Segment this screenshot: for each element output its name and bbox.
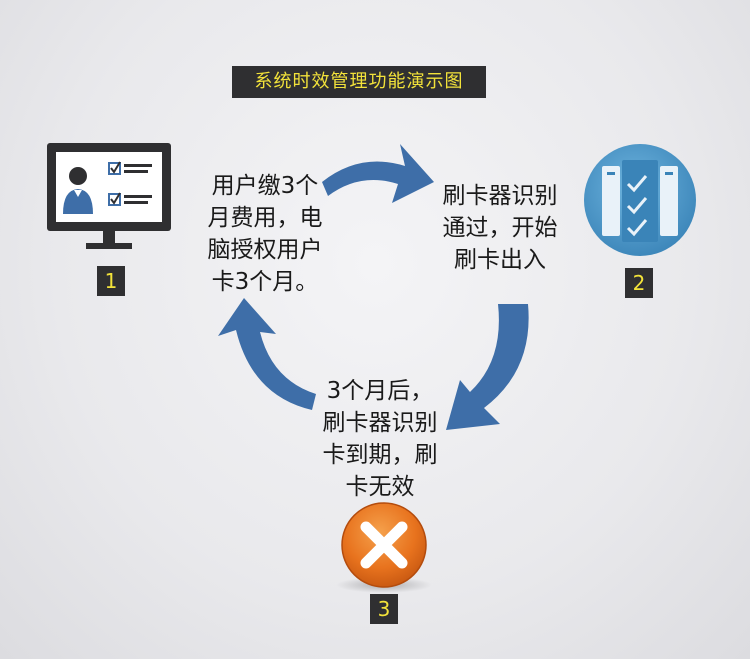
step-2-badge: 2: [625, 268, 653, 298]
step-3-text: 3个月后， 刷卡器识别 卡到期，刷 卡无效: [322, 378, 438, 500]
arrow-step2-to-step3: [446, 304, 529, 430]
step-3-badge: 3: [370, 594, 398, 624]
step-2-text: 刷卡器识别 通过，开始 刷卡出入: [442, 183, 558, 273]
arrow-step3-to-step1: [218, 298, 316, 410]
arrow-step1-to-step2: [322, 144, 434, 203]
step-1-text: 用户缴3个 月费用，电 脑授权用户 卡3个月。: [207, 173, 323, 295]
cancel-x-icon: [336, 502, 432, 593]
monitor-user-checklist-icon: [47, 143, 171, 249]
step-1-badge: 1: [97, 266, 125, 296]
server-checklist-icon: [584, 144, 696, 256]
diagram-title: 系统时效管理功能演示图: [232, 66, 486, 98]
